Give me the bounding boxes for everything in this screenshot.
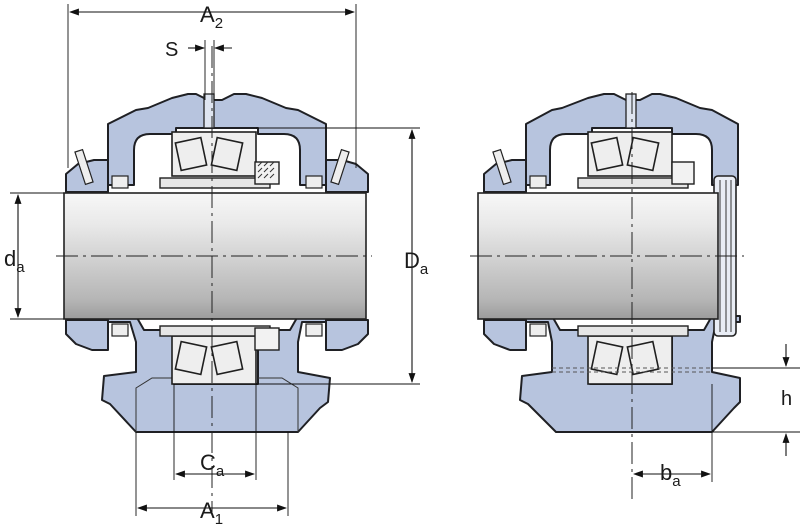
label-ba: ba	[660, 460, 681, 490]
label-da: da	[4, 246, 25, 276]
dim-da	[10, 192, 64, 320]
dim-ba	[633, 384, 713, 482]
right-seal-bottom	[483, 319, 527, 351]
label-Da: Da	[404, 248, 429, 278]
left-seal-bottom-left	[65, 319, 109, 351]
right-bearing-bottom	[577, 325, 689, 385]
dim-Da	[256, 127, 420, 385]
dim-Ca	[173, 384, 257, 480]
left-seal-bolts	[74, 148, 350, 337]
left-bearing-bottom	[159, 325, 280, 385]
dim-A2	[67, 4, 357, 168]
left-bearing-top	[159, 131, 280, 189]
label-h: h	[781, 388, 792, 410]
left-foot-edge-r	[258, 377, 299, 432]
right-grease-hole	[625, 93, 637, 129]
left-foot-edge	[135, 377, 174, 432]
label-A2: A2	[200, 2, 223, 32]
label-Ca: Ca	[200, 450, 225, 480]
left-seal-bottom-right	[325, 319, 369, 351]
dim-S	[188, 40, 232, 100]
dim-h	[712, 344, 800, 456]
right-seal-bolts	[492, 148, 547, 337]
left-housing-view	[63, 93, 369, 433]
left-grease-hole	[203, 93, 215, 129]
right-housing-view	[477, 93, 741, 433]
dim-A1	[135, 432, 289, 516]
label-S: S	[165, 39, 178, 61]
label-A1: A1	[200, 498, 223, 528]
right-bearing-top	[577, 131, 695, 189]
